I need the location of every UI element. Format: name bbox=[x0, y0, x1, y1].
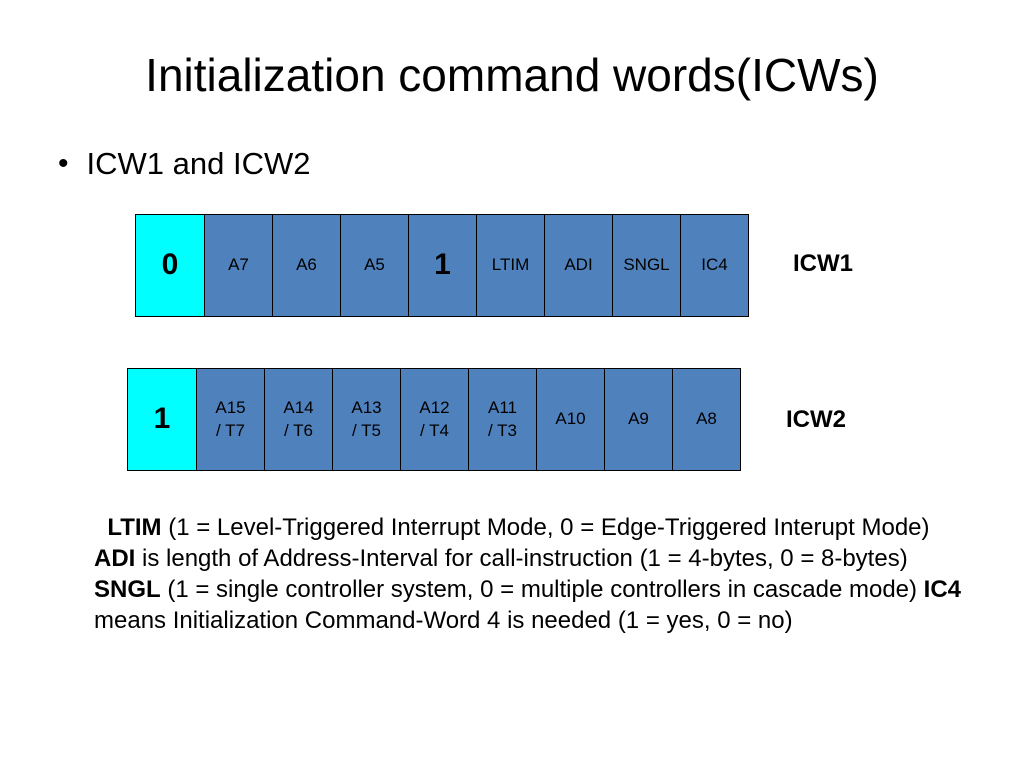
ltim-text: (1 = Level-Triggered Interrupt Mode, 0 =… bbox=[161, 514, 930, 541]
icw1-bit-1: ADI bbox=[544, 215, 612, 316]
ic4-text: means Initialization Command-Word 4 is n… bbox=[94, 607, 793, 634]
ltim-term: LTIM bbox=[107, 514, 162, 541]
slide-title: Initialization command words(ICWs) bbox=[145, 49, 879, 101]
icw1-bit-0: SNGL bbox=[612, 215, 680, 316]
icw1-bit-6: A7 bbox=[204, 215, 272, 316]
icw1-bit-4: A5 bbox=[340, 215, 408, 316]
icw1-register: 0 A7 A6 A5 1 LTIM ADI SNGL IC4 bbox=[135, 214, 749, 317]
sngl-term: SNGL bbox=[94, 576, 161, 603]
icw2-bit-3: A11 / T3 bbox=[468, 369, 536, 470]
icw1-bit-5: A6 bbox=[272, 215, 340, 316]
icw1-bit-3: 1 bbox=[408, 215, 476, 316]
icw1-bit-2: LTIM bbox=[476, 215, 544, 316]
icw1-label: ICW1 bbox=[793, 250, 853, 277]
adi-text: is length of Address-Interval for call-i… bbox=[135, 545, 908, 572]
icw2-bit-1: A9 bbox=[604, 369, 672, 470]
bullet-dot-icon: • bbox=[58, 147, 69, 180]
icw1-bit-extra: IC4 bbox=[680, 215, 748, 316]
ic4-term: IC4 bbox=[923, 576, 962, 603]
bullet-item: • ICW1 and ICW2 bbox=[58, 146, 310, 182]
icw2-bit-4: A12 / T4 bbox=[400, 369, 468, 470]
icw1-bit-7: 0 bbox=[136, 215, 204, 316]
icw2-bit-a0: 1 bbox=[128, 369, 196, 470]
icw2-register: 1 A15 / T7 A14 / T6 A13 / T5 A12 / T4 A1… bbox=[127, 368, 741, 471]
sngl-text: (1 = single controller system, 0 = multi… bbox=[160, 576, 924, 603]
icw2-bit-5: A13 / T5 bbox=[332, 369, 400, 470]
icw2-bit-0: A8 bbox=[672, 369, 740, 470]
icw2-bit-6: A14 / T6 bbox=[264, 369, 332, 470]
bullet-text: ICW1 and ICW2 bbox=[86, 146, 311, 181]
description-paragraph: LTIM (1 = Level-Triggered Interrupt Mode… bbox=[94, 512, 964, 636]
icw2-label: ICW2 bbox=[786, 406, 846, 433]
adi-term: ADI bbox=[94, 545, 136, 572]
icw2-bit-2: A10 bbox=[536, 369, 604, 470]
icw2-bit-7: A15 / T7 bbox=[196, 369, 264, 470]
